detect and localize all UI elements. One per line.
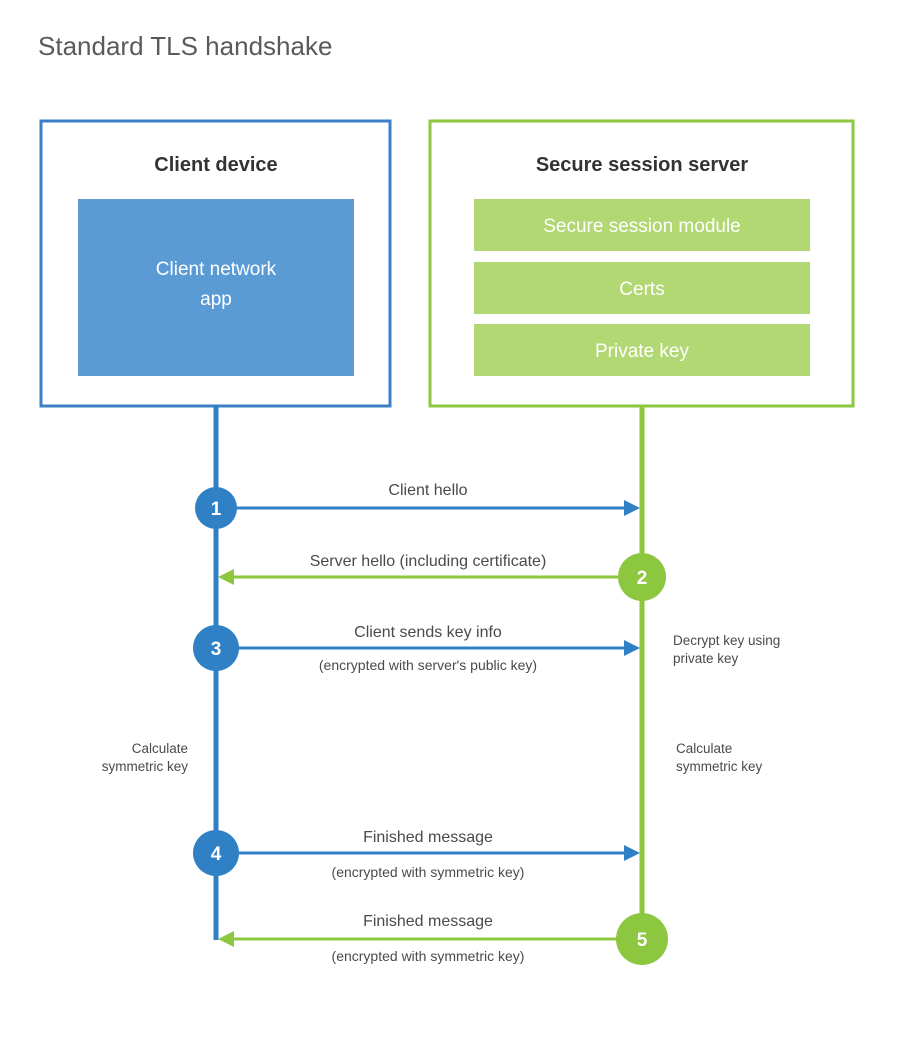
step-3-marker bbox=[193, 625, 239, 671]
step-4-label: Finished message bbox=[363, 829, 493, 846]
secure-session-module-label: Secure session module bbox=[543, 216, 741, 237]
step-5-label: Finished message bbox=[363, 913, 493, 930]
server-calc-line2: symmetric key bbox=[676, 759, 763, 774]
secure-session-server-panel: Secure session server Secure session mod… bbox=[428, 119, 855, 408]
server-decrypt-line2: private key bbox=[673, 651, 739, 666]
server-decrypt-annotation: Decrypt key using private key bbox=[673, 633, 780, 666]
step-4-number: 4 bbox=[211, 844, 222, 865]
step-2-group: Server hello (including certificate) 2 bbox=[218, 553, 666, 601]
step-2-label: Server hello (including certificate) bbox=[310, 553, 547, 570]
server-decrypt-line1: Decrypt key using bbox=[673, 633, 780, 648]
client-network-app-box bbox=[78, 199, 354, 376]
step-4-marker bbox=[193, 830, 239, 876]
step-3-group: Client sends key info 3 (encrypted with … bbox=[193, 624, 640, 673]
client-network-app-label-line1: Client network bbox=[156, 259, 277, 280]
client-device-title: Client device bbox=[154, 154, 277, 176]
private-key-box bbox=[474, 324, 810, 376]
server-calculate-symmetric-key-annotation: Calculate symmetric key bbox=[676, 741, 763, 774]
step-2-number: 2 bbox=[637, 568, 648, 589]
step-3-sublabel: (encrypted with server's public key) bbox=[319, 657, 537, 673]
step-5-arrowhead bbox=[218, 931, 234, 947]
certs-box bbox=[474, 262, 810, 314]
client-calc-line1: Calculate bbox=[132, 741, 188, 756]
server-calc-line1: Calculate bbox=[676, 741, 732, 756]
step-5-marker bbox=[616, 913, 668, 965]
step-1-arrowhead bbox=[624, 500, 640, 516]
step-3-number: 3 bbox=[211, 639, 222, 660]
client-calculate-symmetric-key-annotation: Calculate symmetric key bbox=[102, 741, 189, 774]
step-1-label: Client hello bbox=[388, 482, 467, 499]
step-1-marker bbox=[195, 487, 237, 529]
secure-session-server-title: Secure session server bbox=[536, 154, 749, 176]
step-4-group: Finished message 4 (encrypted with symme… bbox=[193, 829, 640, 880]
step-5-sublabel: (encrypted with symmetric key) bbox=[332, 948, 525, 964]
client-network-app-label-line2: app bbox=[200, 289, 232, 310]
step-2-marker bbox=[618, 553, 666, 601]
step-3-arrowhead bbox=[624, 640, 640, 656]
private-key-label: Private key bbox=[595, 341, 689, 362]
certs-label: Certs bbox=[619, 279, 664, 300]
client-calc-line2: symmetric key bbox=[102, 759, 189, 774]
step-5-group: Finished message 5 (encrypted with symme… bbox=[218, 913, 668, 965]
step-4-sublabel: (encrypted with symmetric key) bbox=[332, 864, 525, 880]
client-device-panel: Client device Client network app bbox=[39, 119, 392, 408]
step-2-arrowhead bbox=[218, 569, 234, 585]
page-title: Standard TLS handshake bbox=[38, 31, 332, 61]
step-1-group: Client hello 1 bbox=[195, 482, 640, 529]
step-3-label: Client sends key info bbox=[354, 624, 502, 641]
step-1-number: 1 bbox=[211, 499, 222, 520]
secure-session-module-box bbox=[474, 199, 810, 251]
step-5-number: 5 bbox=[637, 930, 648, 951]
step-4-arrowhead bbox=[624, 845, 640, 861]
